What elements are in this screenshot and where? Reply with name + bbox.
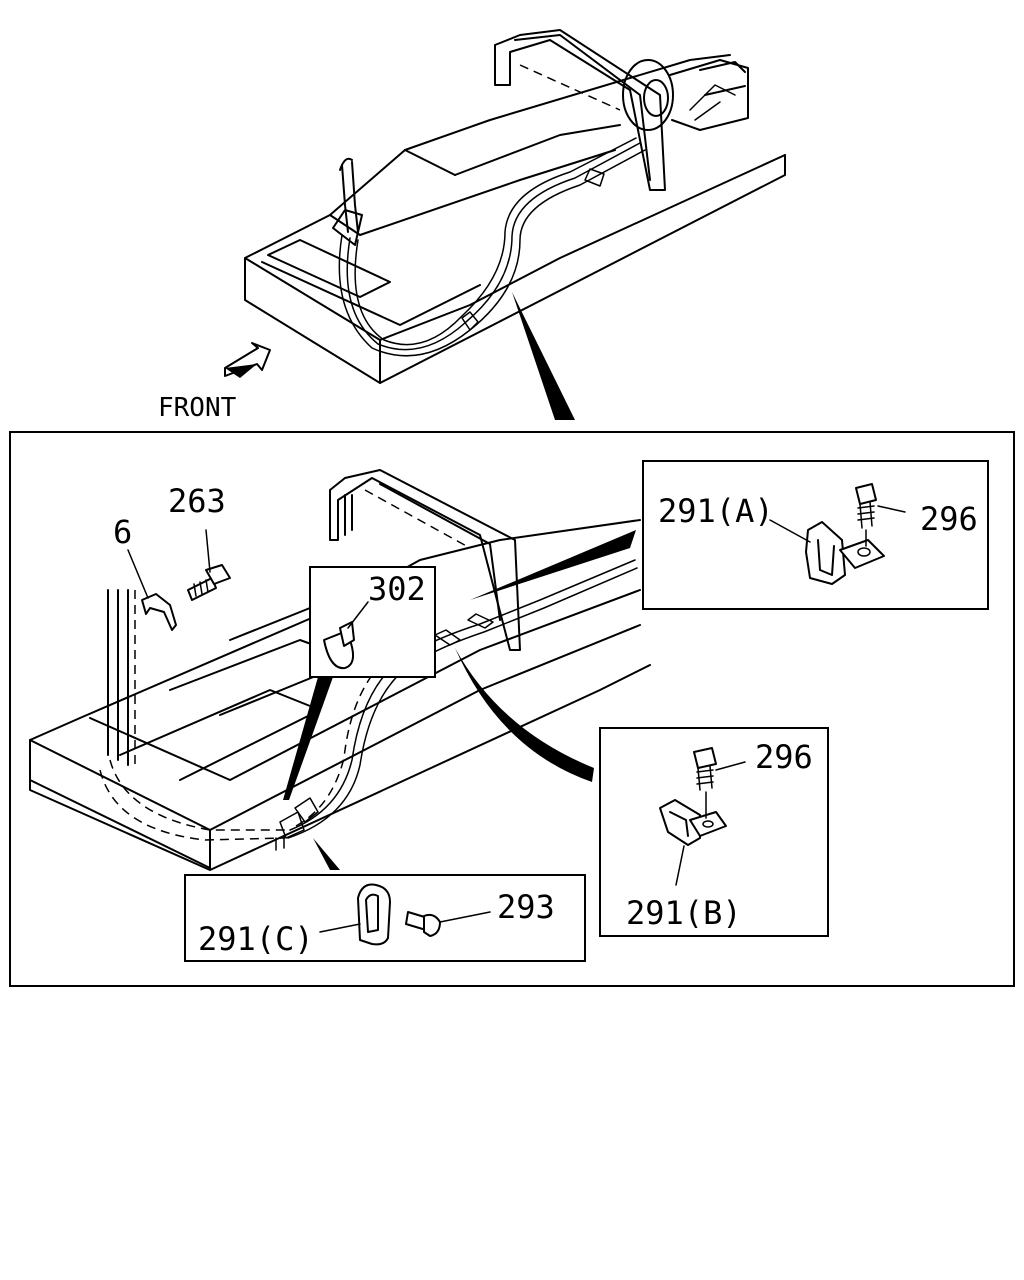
bolt-293-icon [405,911,491,937]
label-291a: 291(A) [658,492,774,530]
clip-6-icon [127,549,177,631]
clip-291c-icon [319,883,391,946]
label-296-b: 296 [755,738,813,776]
clip-291b-icon [659,747,746,886]
label-291c: 291(C) [198,920,314,958]
clamp-302-icon [323,601,369,670]
label-293: 293 [497,888,555,926]
front-arrow-icon [224,342,271,378]
overview-frame-drawing [244,29,786,420]
leader-291a [470,530,636,600]
front-label: FRONT [158,393,237,423]
leader-302 [283,677,333,800]
label-6: 6 [113,513,132,551]
label-291b: 291(B) [626,894,742,932]
label-263: 263 [168,482,226,520]
leader-291c [313,838,340,870]
label-296-a: 296 [920,500,978,538]
label-302: 302 [368,570,426,608]
clip-291a-icon [769,483,906,585]
bolt-263-icon [187,529,231,601]
leader-291b [455,648,594,782]
